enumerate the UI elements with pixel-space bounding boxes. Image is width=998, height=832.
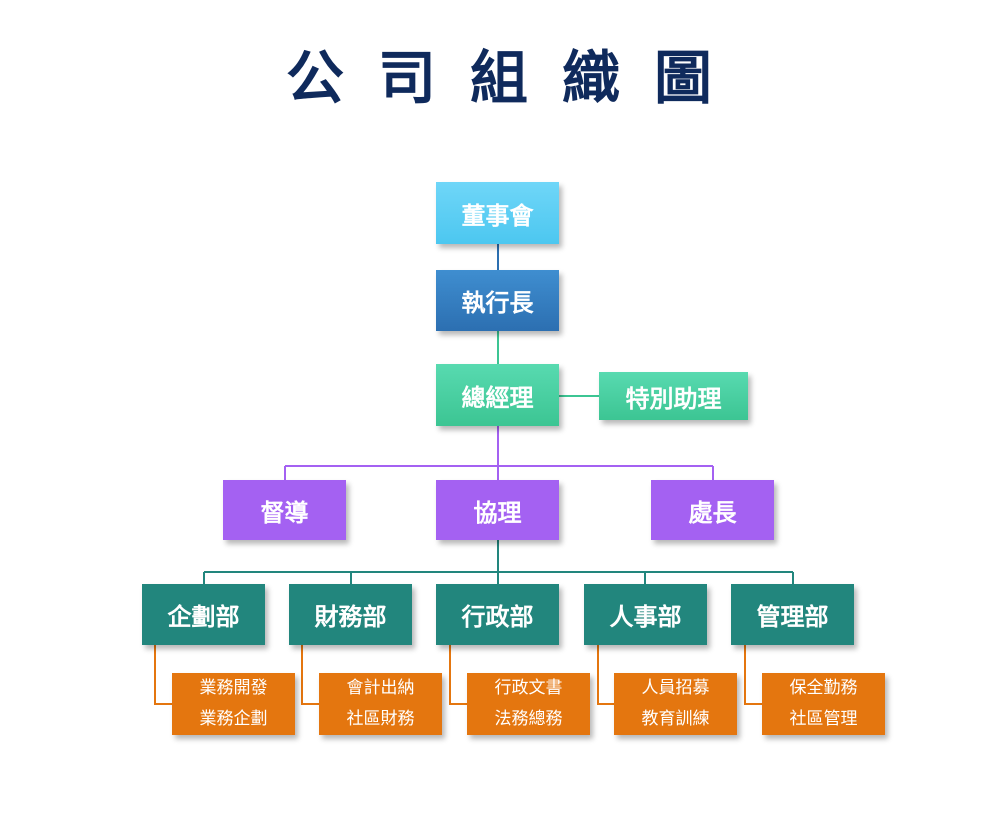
node-supervisor: 督導 [223, 480, 346, 540]
units-administration: 行政文書 法務總務 [467, 673, 590, 735]
dept-administration: 行政部 [436, 584, 559, 645]
units-finance: 會計出納 社區財務 [319, 673, 442, 735]
node-special-assistant: 特別助理 [599, 372, 748, 420]
unit-item: 人員招募 [641, 678, 710, 698]
units-planning: 業務開發 業務企劃 [172, 673, 295, 735]
unit-item: 法務總務 [494, 709, 563, 729]
node-director: 處長 [651, 480, 774, 540]
unit-item: 業務開發 [199, 678, 268, 698]
dept-management: 管理部 [731, 584, 854, 645]
unit-item: 保全勤務 [789, 678, 858, 698]
unit-item: 教育訓練 [641, 709, 710, 729]
unit-item: 行政文書 [494, 678, 563, 698]
dept-personnel: 人事部 [584, 584, 707, 645]
dept-finance: 財務部 [289, 584, 412, 645]
node-board: 董事會 [436, 182, 559, 244]
unit-item: 會計出納 [346, 678, 415, 698]
connector-dept-units [154, 645, 762, 705]
connector-coord-depts [203, 540, 794, 584]
unit-item: 業務企劃 [199, 709, 268, 729]
units-management: 保全勤務 社區管理 [762, 673, 885, 735]
unit-item: 社區財務 [346, 709, 415, 729]
units-personnel: 人員招募 教育訓練 [614, 673, 737, 735]
node-ceo: 執行長 [436, 270, 559, 331]
connector-gm-midlevel [284, 426, 714, 480]
unit-item: 社區管理 [789, 709, 858, 729]
node-general-manager: 總經理 [436, 364, 559, 426]
dept-planning: 企劃部 [142, 584, 265, 645]
chart-title: 公司組織圖 [285, 44, 746, 112]
node-coordinator: 協理 [436, 480, 559, 540]
